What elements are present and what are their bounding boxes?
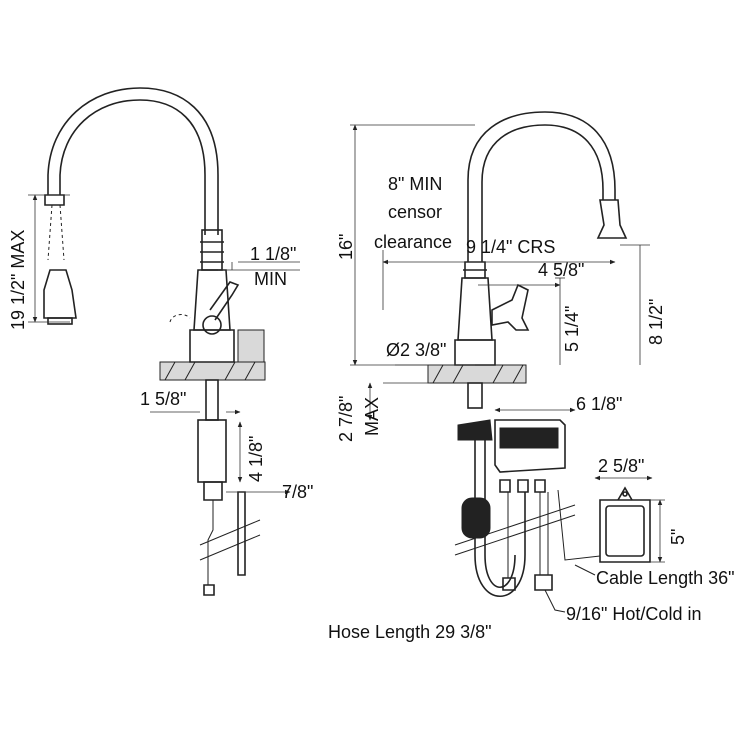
left-height-label: 19 1/2" MAX <box>8 230 28 330</box>
battery-box-width-label: 2 5/8" <box>598 456 644 476</box>
handle-reach-label: 4 5/8" <box>538 260 584 280</box>
battery-box-height-label: 5" <box>668 529 688 545</box>
battery-cable <box>557 489 601 561</box>
supply-note-label: 9/16" Hot/Cold in <box>566 604 701 624</box>
right-gooseneck <box>467 111 616 262</box>
handle-height-label: 5 1/4" <box>562 306 582 352</box>
left-sprayhead <box>43 269 77 319</box>
spout-height-label: 8 1/2" <box>646 299 666 345</box>
right-front-view <box>350 111 665 613</box>
left-clearance-note: MIN <box>254 269 287 289</box>
left-connector-offset-label: 7/8" <box>282 482 313 502</box>
hose-length-label: Hose Length 29 3/8" <box>328 622 492 642</box>
left-deck <box>159 361 266 381</box>
right-handle <box>491 283 530 331</box>
sensor-note-line2: censor <box>388 202 442 222</box>
deck-thickness-label: 2 7/8" <box>336 396 356 442</box>
right-deck <box>427 364 527 384</box>
hose-weight <box>461 497 491 539</box>
left-clearance-label: 1 1/8" <box>250 244 296 264</box>
control-box <box>494 419 566 473</box>
left-backsplash <box>237 329 265 363</box>
supply-hose <box>474 440 526 597</box>
left-shank-label: 1 5/8" <box>140 389 186 409</box>
base-diameter-label: Ø2 3/8" <box>386 340 446 360</box>
battery-box <box>599 499 651 563</box>
control-box-width-label: 6 1/8" <box>576 394 622 414</box>
cable-length-label: Cable Length 36" <box>596 568 735 588</box>
right-spout-head <box>596 199 628 239</box>
left-pullout-hose <box>47 204 65 261</box>
reach-label: 9 1/4" CRS <box>466 237 555 257</box>
sensor-note-line3: clearance <box>374 232 452 252</box>
left-side-view <box>28 87 300 596</box>
sensor-note-line1: 8" MIN <box>388 174 442 194</box>
left-handle <box>209 281 240 321</box>
right-total-height-label: 16" <box>336 234 356 260</box>
left-gooseneck <box>59 99 206 235</box>
left-body-length-label: 4 1/8" <box>246 436 266 482</box>
deck-thickness-note: MAX <box>362 397 382 436</box>
